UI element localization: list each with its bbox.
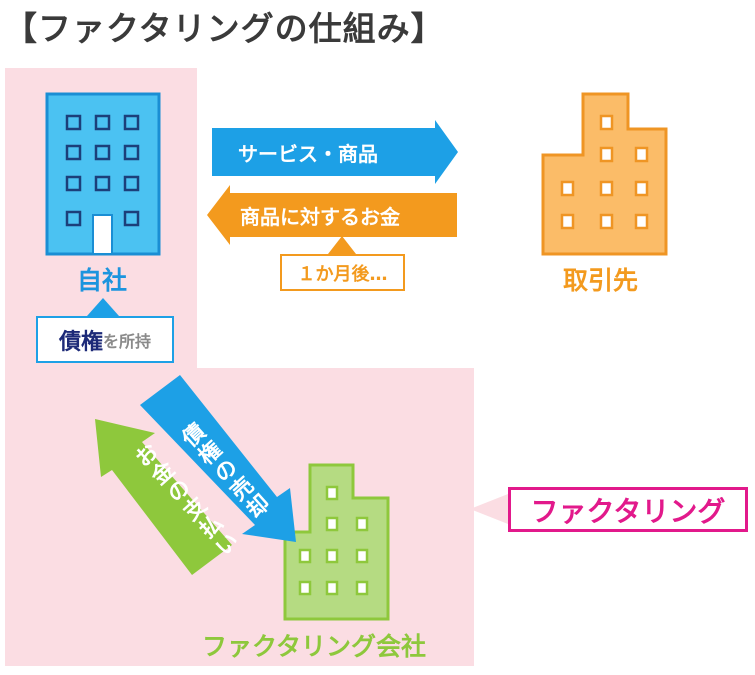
services-label: サービス・商品 [238, 142, 378, 166]
after-month-box: １か月後… [280, 254, 405, 291]
company-label: 自社 [77, 266, 128, 295]
factoring-callout-text: ファクタリング [530, 494, 726, 528]
pay-money-arrow [95, 419, 232, 575]
claim-strong-text: 債権 [58, 329, 103, 355]
partner-building-icon [541, 92, 668, 256]
sell-claim-arrow [140, 375, 296, 542]
services-arrow [212, 120, 458, 184]
payment-arrow [207, 185, 457, 245]
claim-box: 債権 を所持 [36, 316, 174, 363]
factoring-building-icon [283, 463, 390, 621]
claim-pointer [87, 298, 119, 316]
after-month-text: １か月後… [297, 263, 388, 285]
factoring-area [5, 368, 474, 666]
page-title: 【ファクタリングの仕組み】 [4, 9, 445, 48]
partner-label: 取引先 [563, 266, 639, 295]
factoring-callout: ファクタリング [508, 487, 748, 532]
factoring-callout-pointer [470, 494, 508, 524]
claim-rest-text: を所持 [103, 331, 152, 351]
factoring-company-label: ファクタリング会社 [202, 632, 427, 661]
after-month-pointer [328, 236, 356, 254]
payment-label: 商品に対するお金 [240, 205, 400, 229]
company-building-icon [45, 92, 161, 256]
